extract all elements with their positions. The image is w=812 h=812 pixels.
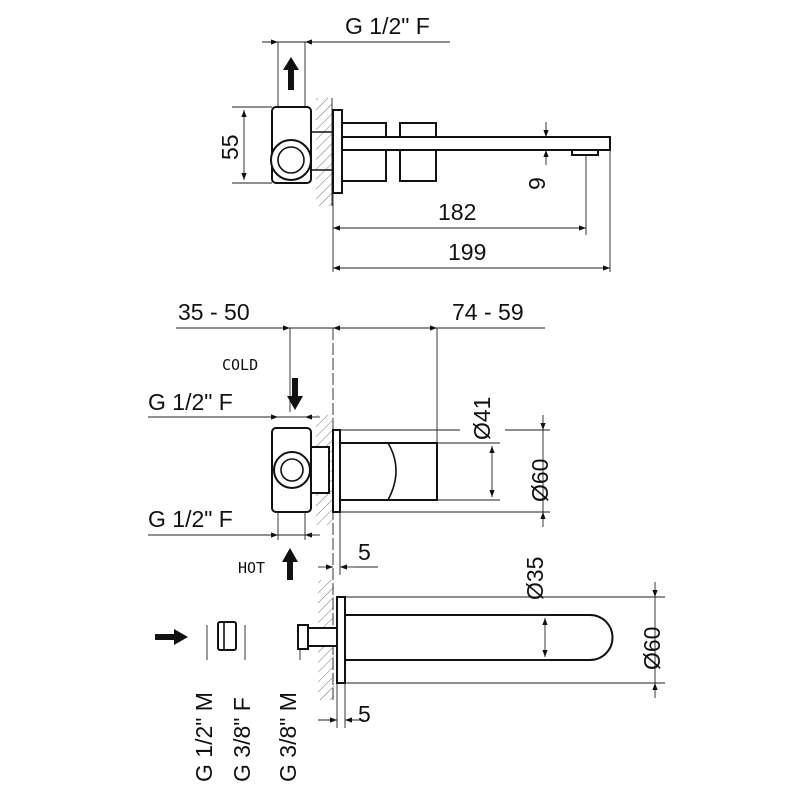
projection-range-label: 74 - 59: [452, 299, 524, 325]
wall-hatch: [316, 98, 332, 206]
spout-diameter-label: Ø35: [522, 557, 548, 600]
spout-flange-diameter-label: Ø60: [639, 627, 665, 670]
flange-thickness-label: 5: [358, 539, 371, 565]
height-dim-label: 55: [217, 134, 243, 160]
adapter-fitting: [217, 621, 237, 651]
flange-diameter-label: Ø60: [527, 459, 553, 502]
cold-arrow-down-icon: [287, 378, 303, 410]
spout-flange-thickness-label: 5: [358, 701, 371, 727]
adapter-label-3: G 3/8" M: [275, 692, 301, 782]
total-length-dim-label: 199: [448, 239, 486, 265]
handle-body: [339, 442, 438, 501]
aerator: [571, 149, 599, 156]
hot-arrow-up-icon: [282, 548, 298, 580]
hot-connection-label: G 1/2" F: [148, 506, 233, 532]
flow-arrow-up-icon: [283, 57, 299, 90]
valve-port: [270, 139, 312, 181]
wall-range-label: 35 - 50: [178, 299, 250, 325]
handle: [399, 122, 437, 182]
adapter-label-2: G 3/8" F: [229, 697, 255, 782]
cold-label: COLD: [222, 356, 258, 374]
spout: [341, 136, 611, 151]
hot-label: HOT: [238, 559, 265, 577]
spout-body: [344, 614, 614, 661]
handle-diameter-label: Ø41: [469, 397, 495, 440]
spout-outlet-dim-label: 182: [438, 199, 476, 225]
top-view: G 1/2" F 55 9 182 199: [217, 13, 611, 272]
handle-curve: [387, 442, 397, 501]
adapter-label-1: G 1/2" M: [191, 692, 217, 782]
cold-connection-label: G 1/2" F: [148, 389, 233, 415]
insert-arrow-right-icon: [155, 629, 188, 645]
flange: [332, 429, 341, 513]
top-connection-label: G 1/2" F: [345, 13, 430, 39]
valve-port: [273, 451, 311, 489]
spout-thickness-label: 9: [524, 177, 550, 190]
spout-view: Ø35 Ø60 5 G 1/2" M G 3/8" F G 3/8" M: [155, 557, 665, 782]
flange: [332, 109, 343, 194]
front-view: 35 - 50 74 - 59 COLD G 1/2" F Ø41 Ø60: [148, 299, 553, 700]
spout-flange: [336, 596, 346, 684]
